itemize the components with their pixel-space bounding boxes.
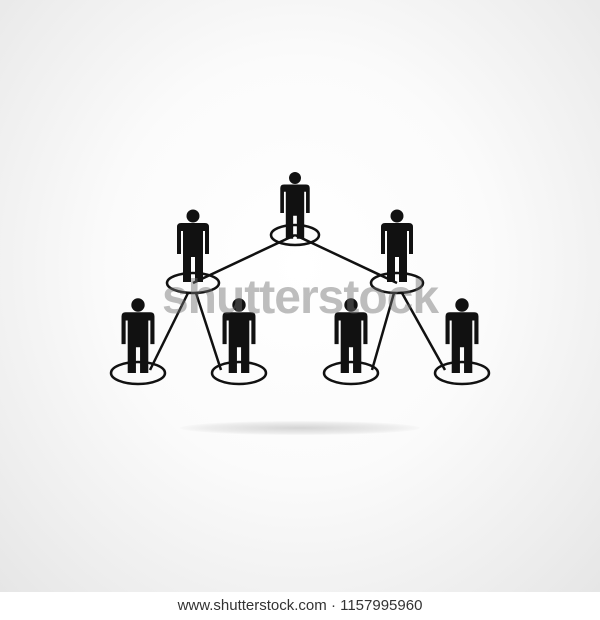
- ring-bottom-3: [322, 360, 380, 386]
- edge-mid-left-bottom-1: [148, 292, 190, 371]
- ring-top: [269, 223, 321, 247]
- ring-bottom-2: [210, 360, 268, 386]
- ring-bottom-4: [433, 360, 491, 386]
- edge-mid-left-bottom-2: [194, 292, 223, 371]
- platform-rings: [109, 223, 491, 386]
- footer-credit: www.shutterstock.com · 1157995960: [177, 597, 423, 614]
- person-icon-top: [280, 172, 310, 239]
- person-icon-mid-right: [381, 209, 413, 282]
- ring-mid-left: [165, 271, 221, 295]
- person-icon-mid-left: [177, 209, 209, 282]
- illustration-background: shutterstock: [0, 0, 600, 592]
- ring-bottom-1: [109, 360, 167, 386]
- footer-bar: www.shutterstock.com · 1157995960: [0, 592, 600, 620]
- edge-mid-right-bottom-3: [370, 292, 396, 371]
- ground-shadow: [180, 421, 420, 435]
- network-diagram: [109, 172, 491, 386]
- ring-mid-right: [369, 271, 425, 295]
- edge-mid-right-bottom-4: [400, 292, 447, 371]
